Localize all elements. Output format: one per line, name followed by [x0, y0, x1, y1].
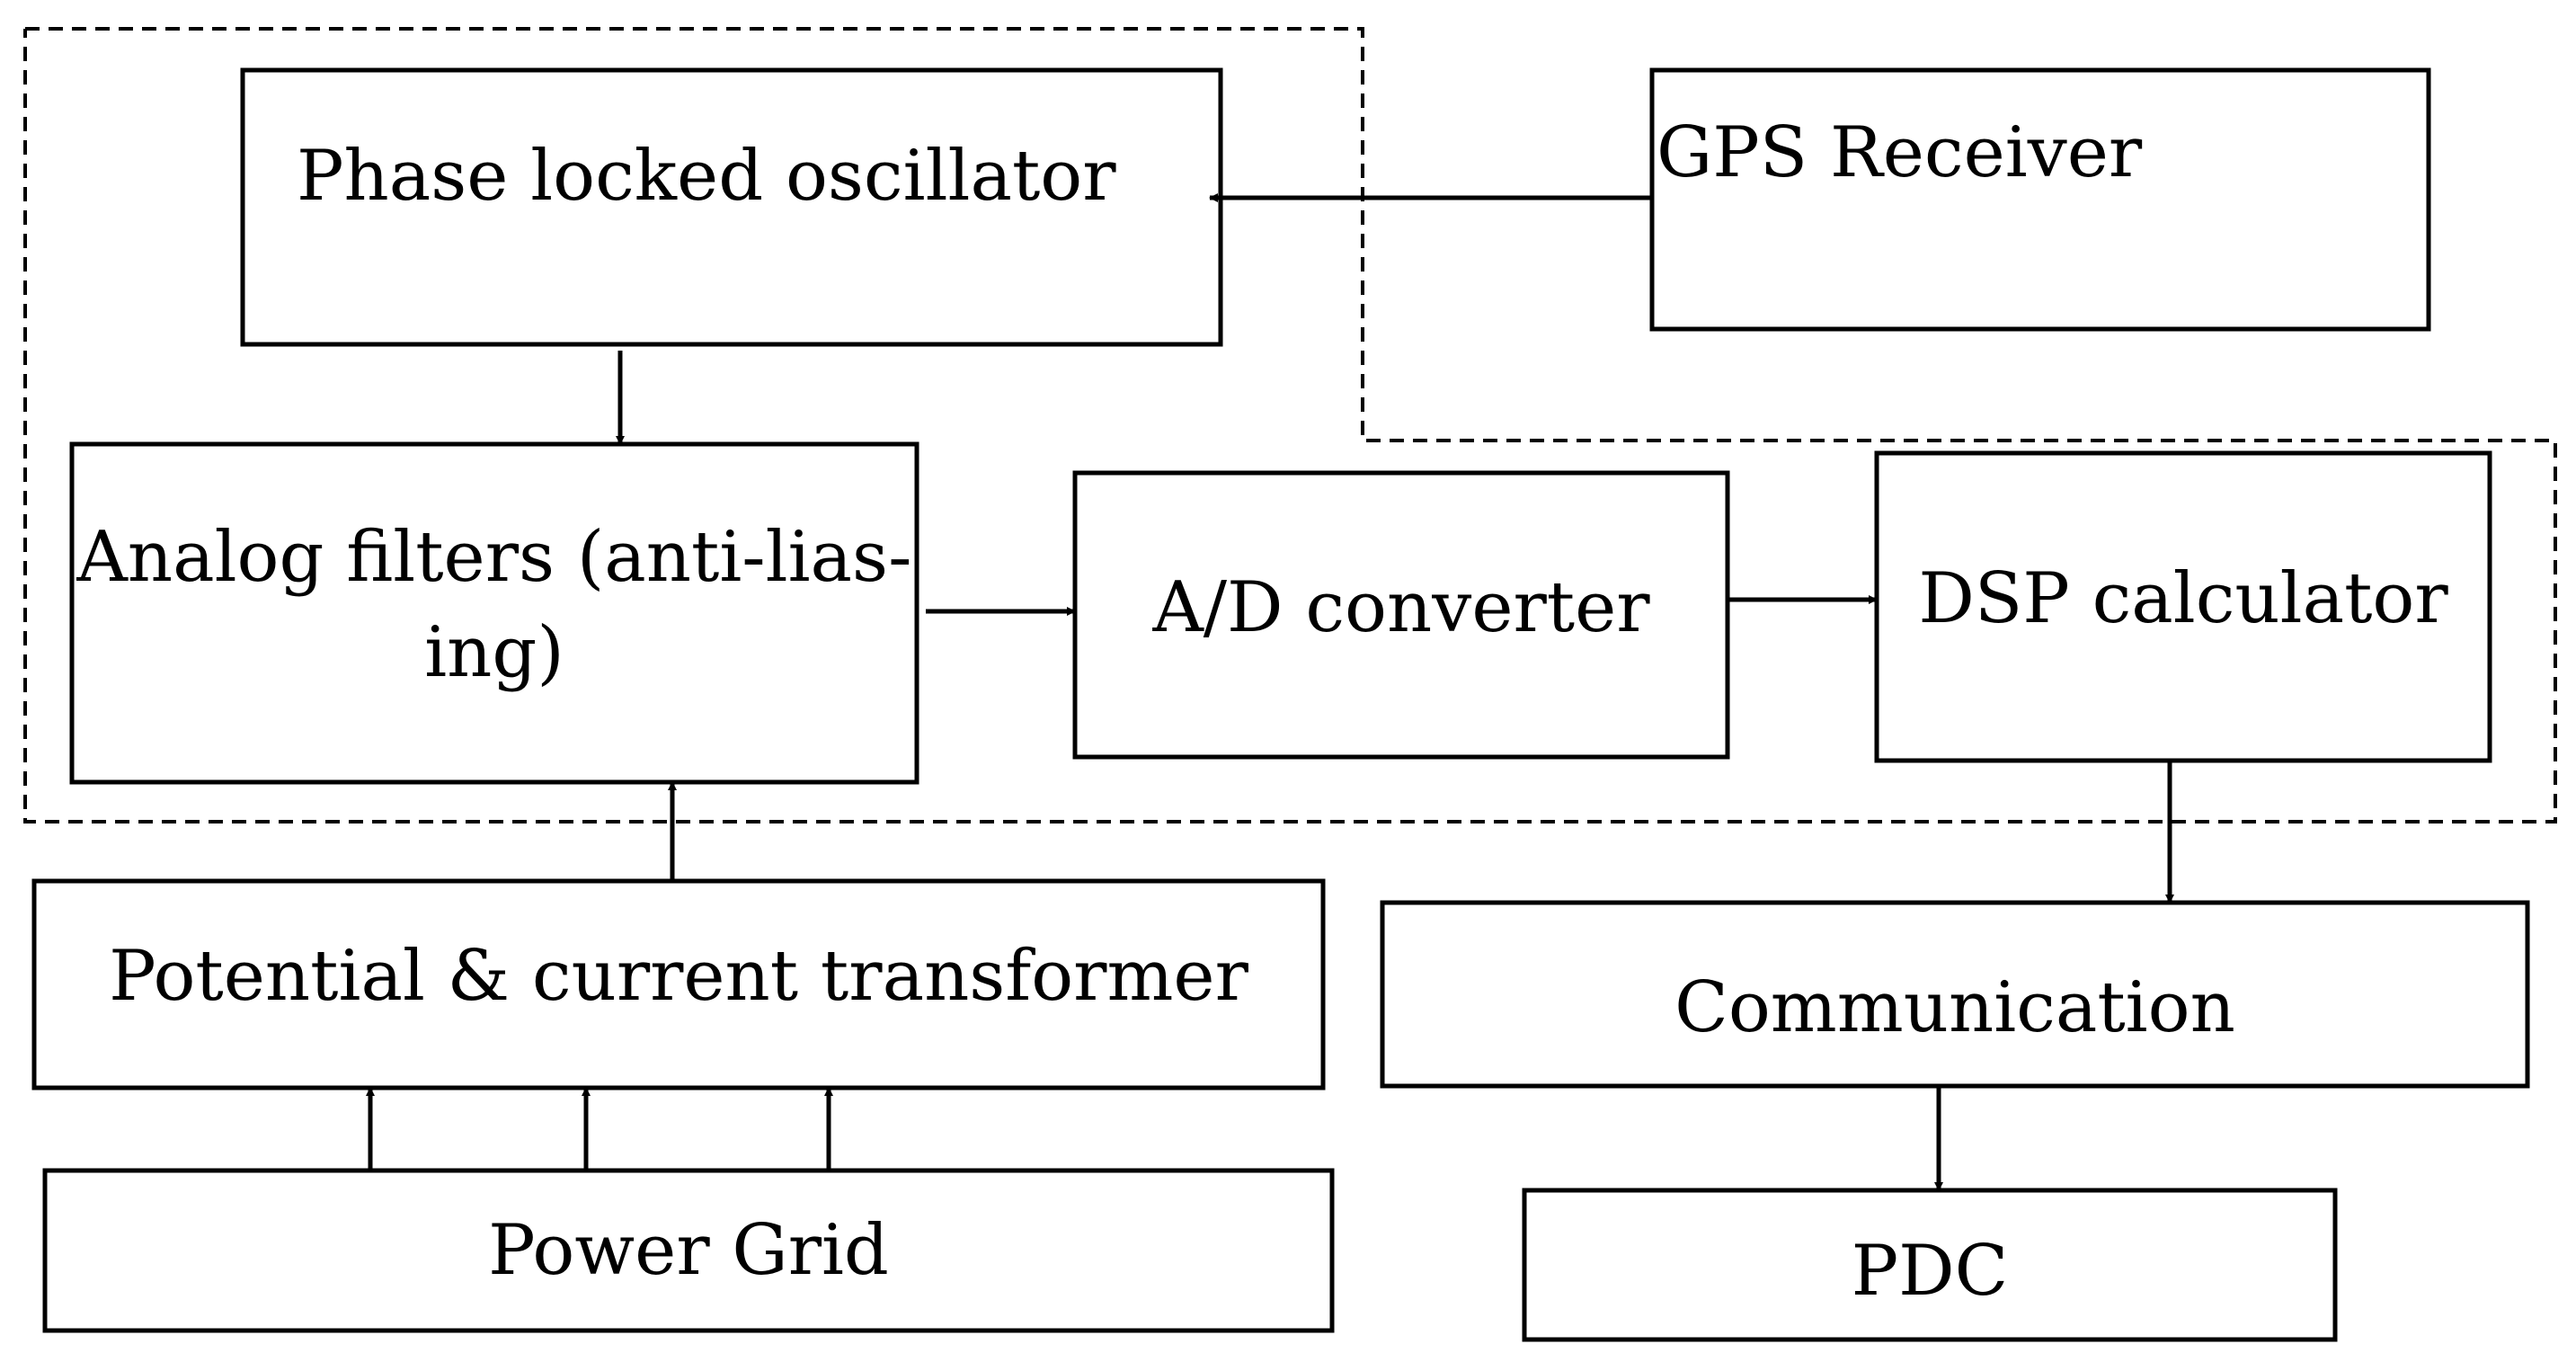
- communication-label: Communication: [1674, 967, 2235, 1048]
- power-grid-label: Power Grid: [488, 1210, 889, 1291]
- analog-filters-box: [69, 441, 919, 785]
- dsp-calculator-box: [1874, 450, 2492, 763]
- potential-current-transformer-label: Potential & current transformer: [109, 936, 1248, 1017]
- gps-receiver-label: GPS Receiver: [1657, 112, 2143, 193]
- pdc-label: PDC: [1851, 1231, 2009, 1312]
- ad-converter-label: A/D converter: [1152, 567, 1650, 648]
- gps-receiver-box: [1649, 67, 2431, 332]
- phase-locked-oscillator-box: [240, 67, 1223, 347]
- ad-converter-box: [1072, 470, 1730, 760]
- potential-current-transformer-box: [31, 878, 1326, 1090]
- pdc-box: [1522, 1188, 2338, 1342]
- pmu-boundary: [23, 27, 2557, 823]
- power-grid-box: [42, 1168, 1335, 1333]
- analog-filters-label-line-1: Analog filters (anti-lias-: [76, 517, 912, 598]
- dsp-calculator-label: DSP calculator: [1918, 558, 2448, 639]
- analog-filters-label-line-2: ing): [424, 612, 564, 693]
- communication-box: [1380, 900, 2530, 1089]
- phase-locked-oscillator-label: Phase locked oscillator: [297, 136, 1116, 217]
